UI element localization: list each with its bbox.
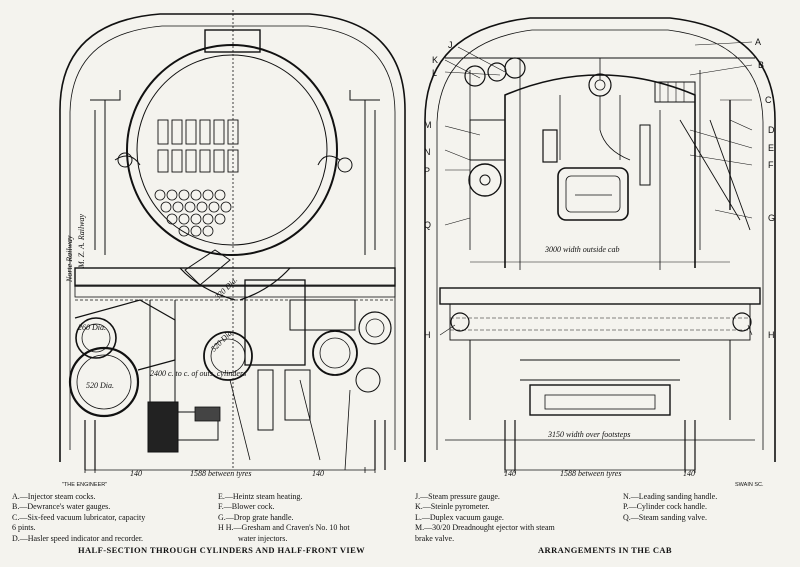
letter-j: J — [448, 40, 453, 50]
legend-item: P.—Cylinder cock handle. — [623, 502, 707, 512]
legend-item: brake valve. — [415, 533, 455, 543]
caption-right: ARRANGEMENTS IN THE CAB — [538, 545, 672, 555]
letter-l: L — [432, 68, 437, 78]
dim-dia-320: 320 Dia. — [212, 275, 239, 302]
legend-item: F.—Blower cock. — [218, 502, 275, 512]
dim-140-right-b: 140 — [683, 469, 695, 478]
letter-h-left: H — [424, 330, 431, 340]
legend-item: K.—Steinle pyrometer. — [415, 502, 490, 512]
letter-f: F — [768, 160, 774, 170]
dim-between-tyres-right: 1588 between tyres — [560, 469, 621, 478]
legend-col-4: N.—Leading sanding handle. P.—Cylinder c… — [623, 492, 717, 523]
rail-label-norte: Norte Railway — [65, 235, 74, 283]
legend-item: A.—Injector steam cocks. — [12, 492, 96, 501]
legend-item: E.—Heintz steam heating. — [218, 492, 303, 501]
letter-q: Q — [424, 220, 431, 230]
letter-g: G — [768, 213, 775, 223]
legend-item: C.—Six-feed vacuum lubricator, capacity — [12, 512, 146, 522]
legend-col-2: E.—Heintz steam heating. F.—Blower cock.… — [218, 492, 350, 544]
locomotive-drawings: Norte Railway M. Z. A. Railway 260 Dia. … — [59, 10, 776, 488]
legend-item: L.—Duplex vacuum gauge. — [415, 512, 504, 522]
right-view — [424, 17, 776, 473]
letter-p: P — [424, 166, 430, 176]
dim-dia-520-mid: 520 Dia. — [209, 327, 235, 353]
legend-item: H H.—Gresham and Craven's No. 10 hot — [218, 523, 350, 533]
left-view — [59, 10, 406, 473]
rail-label-mza: M. Z. A. Railway — [77, 213, 86, 269]
legend-item: G.—Drop grate handle. — [218, 512, 294, 522]
legend-item: D.—Hasler speed indicator and recorder. — [12, 533, 144, 543]
engraver-credit: SWAIN SC. — [735, 482, 764, 488]
letter-n: N — [424, 147, 431, 157]
publication-credit: "THE ENGINEER" — [62, 482, 107, 488]
dim-140-left-b: 140 — [504, 469, 516, 478]
legend-item: water injectors. — [238, 533, 288, 543]
letter-h-right: H — [768, 330, 775, 340]
legend-col-1: A.—Injector steam cocks. B.—Dewrance's w… — [12, 492, 145, 544]
legend-item: N.—Leading sanding handle. — [623, 492, 718, 501]
letter-b: B — [758, 60, 764, 70]
dim-140-right-a: 140 — [312, 469, 324, 478]
letter-a: A — [755, 37, 761, 47]
legend-item: 6 pints. — [12, 523, 36, 533]
dim-cylinder-centres: 2400 c. to c. of outs. cylinders — [150, 369, 246, 378]
legend-item: M.—30/20 Dreadnought ejector with steam — [415, 523, 555, 533]
legend-item: J.—Steam pressure gauge. — [415, 492, 500, 501]
caption-left: HALF-SECTION THROUGH CYLINDERS AND HALF-… — [78, 545, 366, 555]
dim-between-tyres-left: 1588 between tyres — [190, 469, 251, 478]
dim-dia-260: 260 Dia. — [78, 323, 106, 332]
letter-d: D — [768, 125, 775, 135]
letter-k: K — [432, 55, 438, 65]
letter-m: M — [424, 120, 432, 130]
dim-cab-width: 3000 width outside cab — [544, 245, 619, 254]
dim-dia-520-left: 520 Dia. — [86, 381, 114, 390]
legend-col-3: J.—Steam pressure gauge. K.—Steinle pyro… — [415, 492, 555, 544]
letter-c: C — [765, 95, 772, 105]
legend-item: B.—Dewrance's water gauges. — [12, 502, 111, 512]
legend-item: Q.—Steam sanding valve. — [623, 512, 707, 522]
dim-140-left-a: 140 — [130, 469, 142, 478]
dim-footsteps-width: 3150 width over footsteps — [547, 430, 630, 439]
letter-e: E — [768, 143, 774, 153]
